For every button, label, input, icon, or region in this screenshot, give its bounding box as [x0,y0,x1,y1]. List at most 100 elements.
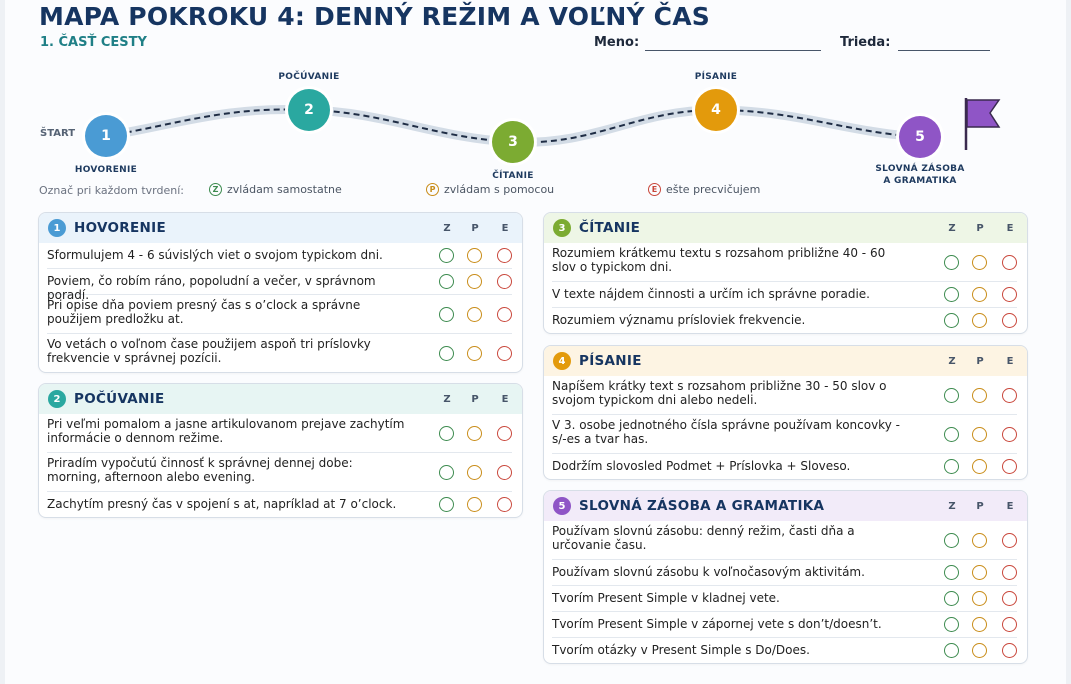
rating-circle-e[interactable] [497,345,512,361]
rating-circle-p[interactable] [972,459,987,474]
rating-circle-e[interactable] [1002,591,1017,606]
rating-circle-p[interactable] [972,591,987,606]
checklist-row: Pri veľmi pomalom a jasne artikulovanom … [47,414,512,453]
rating-circle-z[interactable] [439,497,454,512]
rating-circle-e[interactable] [497,274,512,289]
legend-circle-z-icon: Z [209,183,222,196]
checklist-statement: Používam slovnú zásobu: denný režim, čas… [552,524,855,552]
rating-circle-z[interactable] [944,565,959,580]
rating-circle-e[interactable] [1002,313,1017,328]
rating-circle-e[interactable] [1002,643,1017,658]
rating-circle-e[interactable] [1002,532,1017,548]
rating-circle-e[interactable] [1002,565,1017,580]
checklist-row: Napíšem krátky text s rozsahom približne… [552,376,1017,415]
rating-circle-z[interactable] [944,617,959,632]
rating-circle-e[interactable] [497,248,512,263]
rating-circle-z[interactable] [439,274,454,289]
checklist-statement: Poviem, čo robím ráno, popoludní a večer… [47,274,376,302]
stop-label-3: ČÍTANIE [492,171,534,181]
rating-circle-p[interactable] [467,274,482,289]
rating-circle-z[interactable] [944,426,959,442]
class-field[interactable] [898,50,990,51]
rating-circle-e[interactable] [1002,617,1017,632]
rating-circle-p[interactable] [467,248,482,263]
rating-circle-e[interactable] [1002,426,1017,442]
rating-circle-p[interactable] [467,345,482,361]
checklist-statement: Pri veľmi pomalom a jasne artikulovanom … [47,417,405,445]
checklist-row: Rozumiem významu prísloviek frekvencie. [552,308,1017,333]
rating-circle-p[interactable] [467,464,482,480]
rating-circle-p[interactable] [467,497,482,512]
rating-circle-z[interactable] [439,306,454,322]
section-title: PÍSANIE [579,353,642,369]
rating-circle-z[interactable] [944,287,959,302]
checklist-row: Vo vetách o voľnom čase použijem aspoň t… [47,334,512,372]
rating-circle-e[interactable] [1002,459,1017,474]
column-header-z: Z [948,501,956,512]
rating-circle-e[interactable] [497,425,512,441]
rating-circle-p[interactable] [972,532,987,548]
name-field[interactable] [645,50,821,51]
part-label: 1. ČASŤ CESTY [40,35,147,50]
rating-circle-z[interactable] [944,254,959,270]
checklist-statement: Tvorím Present Simple v kladnej vete. [552,591,780,605]
rating-circle-z[interactable] [439,464,454,480]
stop-circle-1: 1 [85,115,127,157]
rating-circle-e[interactable] [1002,387,1017,403]
column-header-p: P [976,356,984,367]
rating-circle-p[interactable] [972,254,987,270]
checklist-statement: Tvorím Present Simple v zápornej vete s … [552,617,882,631]
rating-circle-z[interactable] [944,387,959,403]
finish-flag-icon [964,98,1001,150]
rating-circle-e[interactable] [497,306,512,322]
class-label: Trieda: [840,35,891,50]
rating-circle-z[interactable] [439,345,454,361]
rating-circle-p[interactable] [467,425,482,441]
rating-circle-p[interactable] [972,565,987,580]
stop-label-2: POČÚVANIE [278,72,340,82]
page-title: MAPA POKROKU 4: DENNÝ REŽIM A VOĽNÝ ČAS [39,2,710,31]
rating-circle-z[interactable] [439,425,454,441]
section-title: HOVORENIE [74,220,166,236]
rating-circle-p[interactable] [972,617,987,632]
rating-circle-e[interactable] [1002,287,1017,302]
rating-circle-p[interactable] [972,426,987,442]
rating-circle-z[interactable] [944,459,959,474]
rating-circle-e[interactable] [497,497,512,512]
rating-circle-p[interactable] [972,643,987,658]
rating-circle-p[interactable] [972,387,987,403]
checklist-row: Dodržím slovosled Podmet + Príslovka + S… [552,454,1017,479]
checklist-row: Tvorím otázky v Present Simple s Do/Does… [552,638,1017,663]
checklist-row: V 3. osobe jednotného čísla správne použ… [552,415,1017,454]
stop-label-5: SLOVNÁ ZÁSOBA A GRAMATIKA [875,164,965,186]
rating-circle-z[interactable] [944,591,959,606]
rating-circle-z[interactable] [439,248,454,263]
checklist-statement: Rozumiem krátkemu textu s rozsahom pribl… [552,246,886,274]
rating-circle-z[interactable] [944,532,959,548]
rating-circle-p[interactable] [467,306,482,322]
rating-circle-p[interactable] [972,287,987,302]
rating-circle-z[interactable] [944,313,959,328]
column-header-p: P [976,501,984,512]
checklist-statement: Dodržím slovosled Podmet + Príslovka + S… [552,459,851,473]
section-title: ČÍTANIE [579,220,641,236]
rating-circle-z[interactable] [944,643,959,658]
checklist-row: Priradím vypočutú činnosť k správnej den… [47,453,512,492]
column-header-z: Z [443,394,451,405]
legend-intro: Označ pri každom tvrdení: [39,184,184,197]
checklist-statement: V texte nájdem činnosti a určím ich sprá… [552,287,870,301]
rating-circle-e[interactable] [1002,254,1017,270]
start-label: ŠTART [40,128,76,139]
rating-circle-p[interactable] [972,313,987,328]
checklist-row: Pri opise dňa poviem presný čas s o’cloc… [47,295,512,334]
checklist-statement: V 3. osobe jednotného čísla správne použ… [552,418,900,446]
rating-circle-e[interactable] [497,464,512,480]
